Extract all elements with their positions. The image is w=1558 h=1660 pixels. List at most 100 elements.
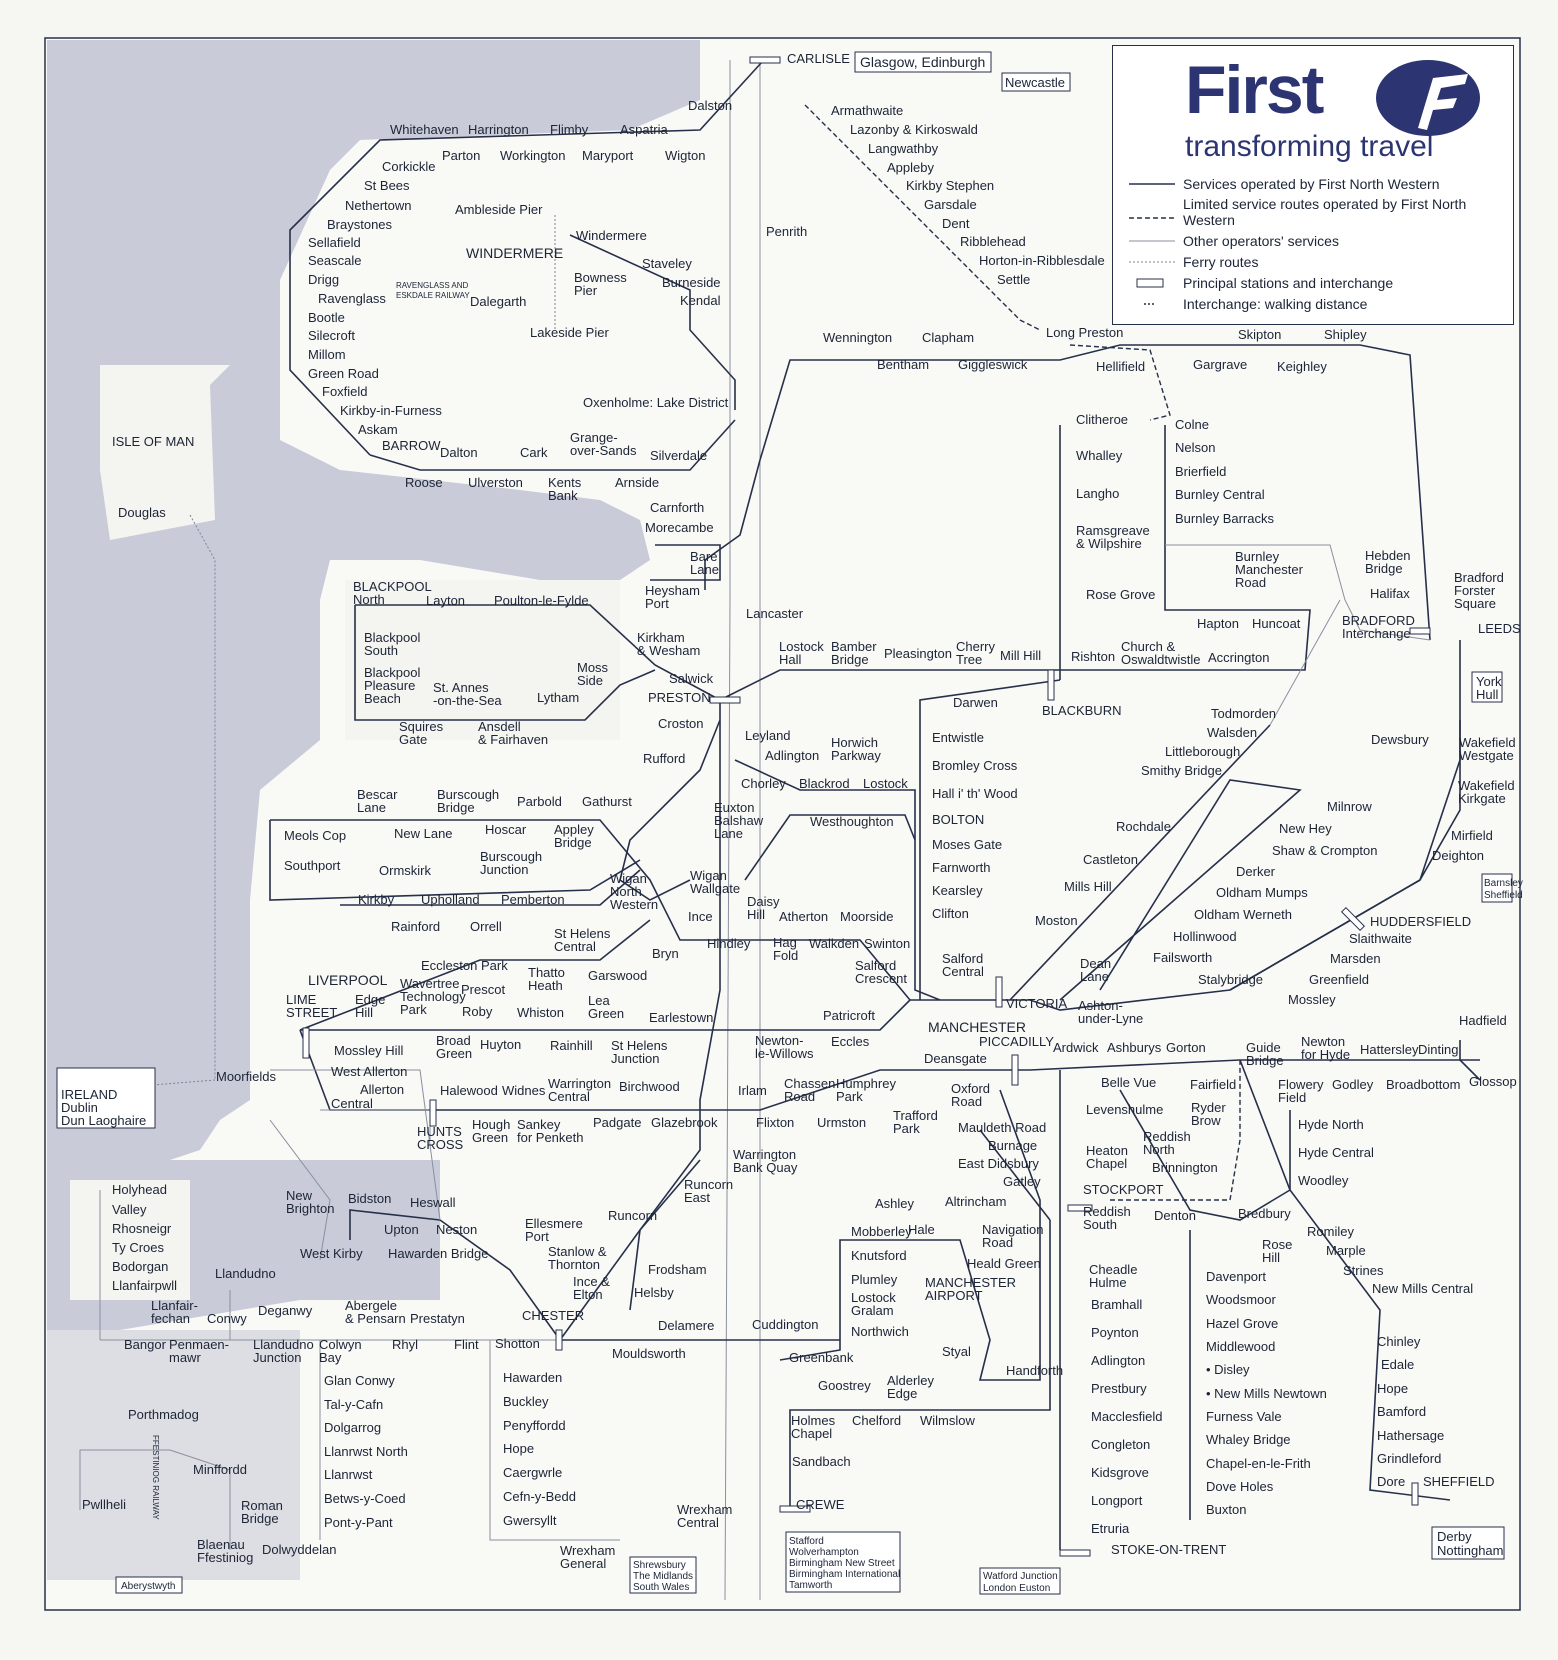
station-label: Chelford (852, 1413, 901, 1428)
station-label-line: Halifax (1370, 586, 1410, 601)
station-label: Conwy (207, 1311, 247, 1326)
station-label: Pwllheli (82, 1497, 126, 1512)
station-label-line: & Wesham (637, 643, 700, 658)
station-label-line: Llanfairpwll (112, 1278, 177, 1293)
station-label-line: New Mills Central (1372, 1281, 1473, 1296)
station-label-line: Derker (1236, 864, 1276, 879)
station-label-line: Oxenholme: Lake District (583, 395, 729, 410)
station-label: Romiley (1307, 1224, 1354, 1239)
station-label-line: Hellifield (1096, 359, 1145, 374)
legend-label: Ferry routes (1183, 254, 1259, 270)
principal-stations (302, 56, 1431, 1557)
station-label: Whalley (1076, 448, 1123, 463)
station-label: Greenbank (789, 1350, 854, 1365)
station-label-line: Adlington (1091, 1353, 1145, 1368)
station-label-line: Church & (1121, 639, 1176, 654)
station-label-line: Balshaw (714, 813, 764, 828)
station-label-line: Silverdale (650, 448, 707, 463)
station-label: Brierfield (1175, 464, 1226, 479)
station-label-line: Wigan (690, 868, 727, 883)
station-label-line: Parton (442, 148, 480, 163)
station-label-line: Ince (688, 909, 713, 924)
station-label: Edale (1381, 1357, 1414, 1372)
station-label: Helsby (634, 1285, 674, 1300)
station-label: Roby (462, 1004, 493, 1019)
station-label: Carnforth (650, 500, 704, 515)
station-label: Dore (1377, 1474, 1405, 1489)
station-label-line: Wigton (665, 148, 705, 163)
station-label-line: Moss (577, 660, 609, 675)
station-label: Dove Holes (1206, 1479, 1274, 1494)
area-labels: ISLE OF MAN LIVERPOOL MANCHESTER WINDERM… (112, 245, 1026, 1520)
station-label-line: Langwathby (868, 141, 939, 156)
stafford-box (785, 1531, 901, 1593)
glasgow-box (854, 51, 992, 73)
station-label: Poynton (1091, 1325, 1139, 1340)
station-label-line: Neston (436, 1222, 477, 1237)
station-label: Layton (426, 593, 465, 608)
station-label-line: PRESTON (648, 690, 711, 705)
station-label-line: Hebden (1365, 548, 1411, 563)
station-label-line: Workington (500, 148, 566, 163)
ireland-box (56, 1067, 156, 1129)
station-label: Smithy Bridge (1141, 763, 1222, 778)
station-label: Mouldsworth (612, 1346, 686, 1361)
station-label: Askam (358, 422, 398, 437)
station-label-line: Brierfield (1175, 464, 1226, 479)
station-label-line: Hope (503, 1441, 534, 1456)
station-label: Hope (1377, 1381, 1408, 1396)
south-wales-label: South Wales (633, 1582, 689, 1593)
station-label-line: Bidston (348, 1191, 391, 1206)
station-label-line: Hall (779, 652, 802, 667)
station-label-line: Irlam (738, 1083, 767, 1098)
station-label-line: Moston (1035, 913, 1078, 928)
station-label: Valley (112, 1202, 147, 1217)
station-label-line: Mossley Hill (334, 1043, 403, 1058)
station-label: Staveley (642, 256, 692, 271)
station-label: Handforth (1006, 1363, 1063, 1378)
station-label: Adlington (1091, 1353, 1145, 1368)
station-label-line: Ellesmere (525, 1216, 583, 1231)
station-label-line: Rainford (391, 919, 440, 934)
station-label-line: CARLISLE (787, 51, 850, 66)
station-label-line: Milnrow (1327, 799, 1372, 814)
station-label-line: Central (554, 939, 596, 954)
station-label: Flint (454, 1337, 479, 1352)
station-label: Corkickle (382, 159, 435, 174)
station-label-line: Bangor (124, 1337, 167, 1352)
station-label-line: Wavertree (400, 976, 459, 991)
station-label-line: Deansgate (924, 1051, 987, 1066)
station-label-line: Betws-y-Coed (324, 1491, 406, 1506)
station-label-line: Rainhill (550, 1038, 593, 1053)
shrewsbury-box (629, 1556, 697, 1594)
station-label-line: Edge (887, 1386, 917, 1401)
station-label-line: Strines (1343, 1263, 1384, 1278)
station-label-line: LEEDS (1478, 621, 1521, 636)
station-label-line: Humphrey (836, 1076, 896, 1091)
station-label-line: Lancaster (746, 606, 804, 621)
station-label-line: Hawarden (503, 1370, 562, 1385)
station-label-line: Edale (1381, 1357, 1414, 1372)
station-label-line: Shotton (495, 1336, 540, 1351)
station-label-line: Conwy (207, 1311, 247, 1326)
station-label-line: Chapel-en-le-Frith (1206, 1456, 1311, 1471)
station-label-line: Bodorgan (112, 1259, 168, 1274)
station-label: Heswall (410, 1195, 456, 1210)
station-label-line: Runcorn (608, 1208, 657, 1223)
station-label: Parbold (517, 794, 562, 809)
legend-label: Principal stations and interchange (1183, 275, 1394, 291)
station-label-line: BRADFORD (1342, 613, 1415, 628)
station-label-line: Plumley (851, 1272, 898, 1287)
station-label-line: Bay (319, 1350, 342, 1365)
aberystwyth-label: Aberystwyth (121, 1581, 175, 1592)
